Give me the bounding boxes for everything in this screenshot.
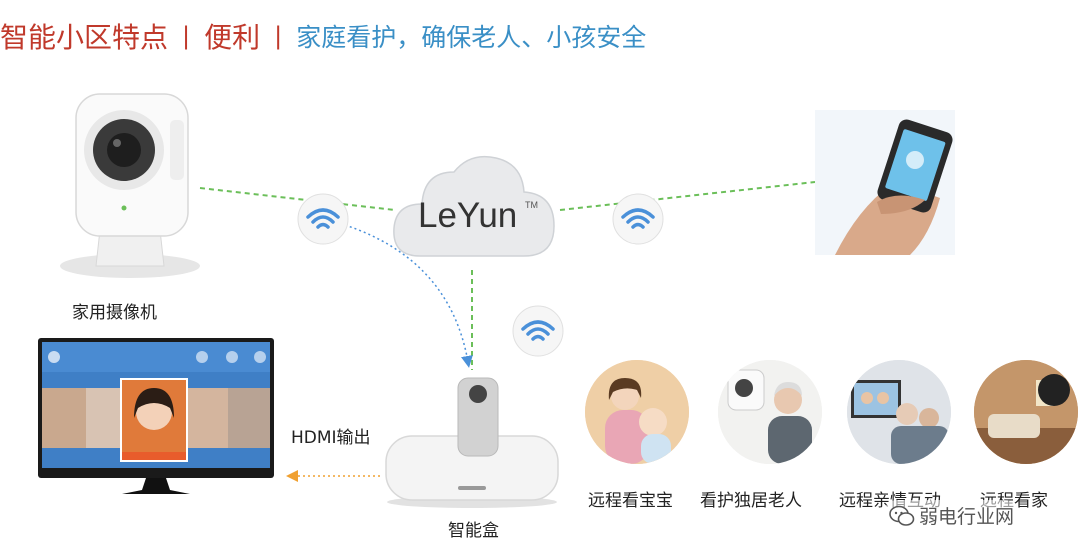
scenario-family-photo bbox=[847, 360, 951, 464]
scenario-baby-photo bbox=[585, 360, 689, 464]
television bbox=[38, 338, 274, 498]
box-label: 智能盒 bbox=[448, 521, 499, 541]
wechat-icon bbox=[889, 505, 915, 526]
scenario-home-photo bbox=[974, 360, 1078, 464]
page-subtitle: 家庭看护，确保老人、小孩安全 bbox=[296, 23, 647, 52]
home-camera bbox=[52, 90, 207, 282]
cloud-phone-link bbox=[559, 181, 816, 211]
smart-box bbox=[380, 370, 560, 510]
page-title: 智能小区特点 bbox=[0, 21, 169, 54]
cloud-brand: LeYun bbox=[418, 196, 518, 235]
header-separator-2: | bbox=[274, 22, 283, 50]
hdmi-label: HDMI输出 bbox=[291, 428, 371, 448]
scenario-elderly-photo bbox=[718, 360, 822, 464]
header-keyword: 便利 bbox=[204, 21, 261, 54]
watermark-text: 弱电行业网 bbox=[919, 506, 1015, 528]
scenario-label-baby: 远程看宝宝 bbox=[588, 491, 673, 511]
scenario-label-elderly: 看护独居老人 bbox=[700, 491, 802, 511]
smartphone-image bbox=[815, 110, 955, 255]
header-separator: | bbox=[182, 22, 191, 50]
cloud-trademark: TM bbox=[525, 200, 538, 210]
camera-label: 家用摄像机 bbox=[72, 303, 157, 323]
leyun-cloud bbox=[388, 150, 558, 262]
camera-cloud-link bbox=[199, 187, 396, 211]
camera-box-link bbox=[344, 224, 473, 368]
page-header: 智能小区特点 | 便利 | 家庭看护，确保老人、小孩安全 bbox=[0, 14, 646, 58]
watermark: 弱电行业网 bbox=[883, 500, 1021, 531]
